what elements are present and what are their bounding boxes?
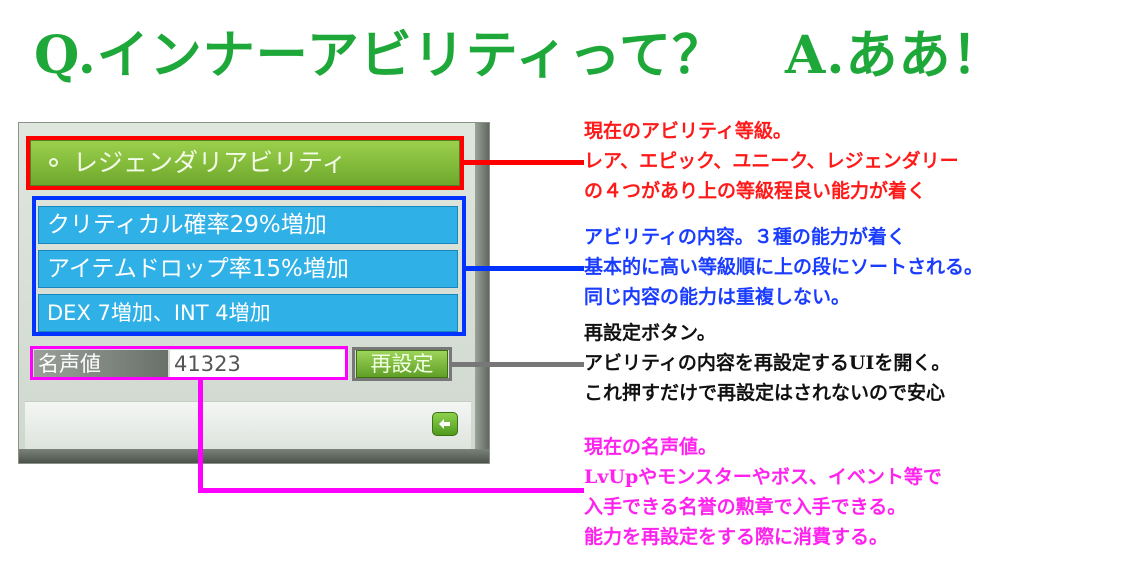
ability-line-3-text: DEX 7増加、INT 4増加 <box>47 301 271 325</box>
reset-annotation: 再設定ボタン。 アビリティの内容を再設定するUIを開く。 これ押すだけで再設定は… <box>584 318 950 408</box>
rank-connector <box>464 160 584 165</box>
rank-annotation-line: レア、エピック、ユニーク、レジェンダリー <box>584 150 959 172</box>
window-bottom-edge <box>19 449 489 463</box>
ability-connector <box>466 266 584 271</box>
ability-line-2-text: アイテムドロップ率15%増加 <box>47 256 349 282</box>
title-question: Q.インナーアビリティって？ <box>34 25 726 86</box>
reset-connector <box>452 362 584 367</box>
return-arrow-icon[interactable] <box>432 412 458 436</box>
reset-highlight-frame <box>352 347 452 381</box>
fame-value: 41323 <box>170 350 346 378</box>
rank-annotation-line: の４つがあり上の等級程良い能力が着く <box>584 180 927 202</box>
ability-line-2: アイテムドロップ率15%増加 <box>38 250 458 288</box>
reset-annotation-line: アビリティの内容を再設定するUIを開く。 <box>584 352 951 374</box>
fame-annotation-line: LvUpやモンスターやボス、イベント等で <box>584 466 942 488</box>
fame-annotation-line: 入手できる名誉の勲章で入手できる。 <box>584 496 907 518</box>
fame-label: 名声値 <box>34 350 168 378</box>
ability-line-1: クリティカル確率29%増加 <box>38 206 458 244</box>
fame-annotation-line: 現在の名声値。 <box>584 436 718 458</box>
fame-connector-horizontal <box>198 488 584 493</box>
fame-annotation-line: 能力を再設定をする際に消費する。 <box>584 526 889 548</box>
page-title: Q.インナーアビリティって？ A.ああ！ <box>34 18 1114 94</box>
ability-annotation: アビリティの内容。３種の能力が着く 基本的に高い等級順に上の段にソートされる。 … <box>584 222 983 312</box>
ability-annotation-line: アビリティの内容。３種の能力が着く <box>584 226 906 248</box>
ability-line-1-text: クリティカル確率29%増加 <box>47 212 327 238</box>
fame-annotation: 現在の名声値。 LvUpやモンスターやボス、イベント等で 入手できる名誉の勲章で… <box>584 432 942 552</box>
ability-annotation-line: 同じ内容の能力は重複しない。 <box>584 286 851 308</box>
reset-button[interactable]: 再設定 <box>356 350 448 378</box>
reset-annotation-line: これ押すだけで再設定はされないので安心 <box>584 382 946 404</box>
return-arrow-icon-glyph <box>439 419 450 429</box>
ability-annotation-line: 基本的に高い等級順に上の段にソートされる。 <box>584 256 984 278</box>
ability-rank-label: レジェンダリアビリティ <box>73 148 347 177</box>
rank-bullet-icon <box>49 158 58 167</box>
fame-value-text: 41323 <box>174 352 241 376</box>
window-footer-area <box>25 401 471 450</box>
fame-connector-vertical <box>198 380 203 492</box>
ability-highlight-frame <box>32 196 466 336</box>
fame-highlight-frame <box>30 346 348 380</box>
fame-label-text: 名声値 <box>38 352 101 376</box>
reset-annotation-line: 再設定ボタン。 <box>584 322 716 344</box>
ability-rank-bar: レジェンダリアビリティ <box>30 140 460 186</box>
title-answer: A.ああ！ <box>785 25 1005 86</box>
rank-annotation-line: 現在のアビリティ等級。 <box>584 120 792 142</box>
rank-annotation: 現在のアビリティ等級。 レア、エピック、ユニーク、レジェンダリー の４つがあり上… <box>584 116 959 206</box>
window-scroll-edge <box>475 123 489 463</box>
ability-line-3: DEX 7増加、INT 4増加 <box>38 294 458 332</box>
rank-highlight-frame <box>26 136 464 190</box>
